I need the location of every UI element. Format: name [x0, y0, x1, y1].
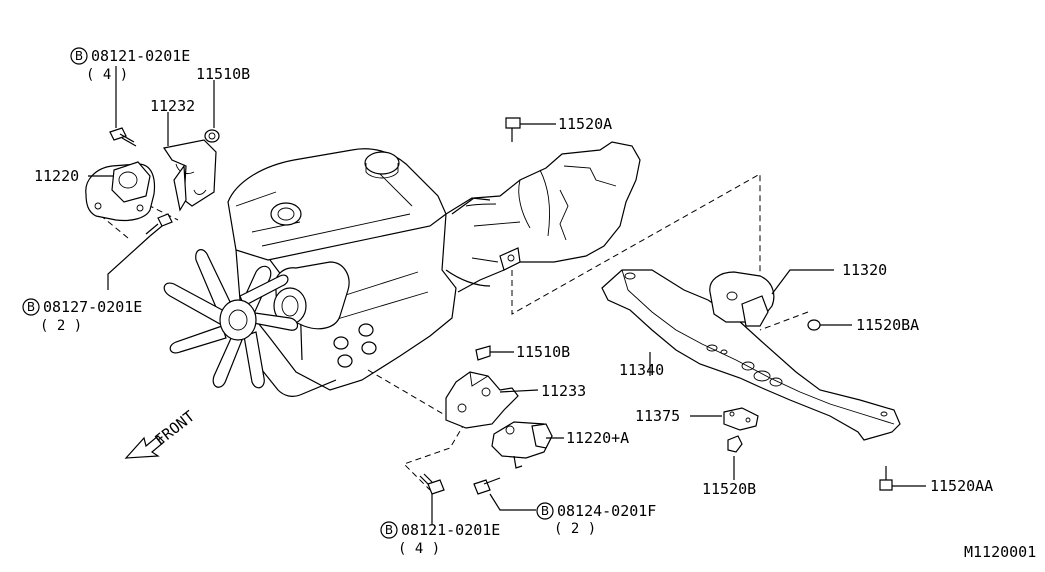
label-bolt-left: 08127-0201E	[43, 298, 142, 316]
label-bolt-top: 08121-0201E	[91, 47, 190, 65]
b-marker-top: B	[75, 49, 83, 63]
label-bolt-top-qty: ( 4 )	[86, 67, 128, 83]
label-mount-11220a: 11220+A	[566, 429, 629, 447]
cooling-fan	[163, 249, 299, 389]
label-nut-11520ba: 11520BA	[856, 316, 919, 334]
label-bracket-11232: 11232	[150, 97, 195, 115]
b-marker-left: B	[27, 300, 35, 314]
label-bolt-bottom-qty: ( 4 )	[398, 541, 440, 557]
transmission-illustration	[451, 141, 641, 293]
label-nut-11510b-top: 11510B	[196, 65, 250, 83]
mount-assembly-right	[419, 345, 553, 495]
label-member-11340: 11340	[619, 361, 664, 379]
label-mount-11220: 11220	[34, 167, 79, 185]
engine-illustration	[163, 148, 491, 397]
label-bolt-11520aa: 11520AA	[930, 477, 993, 495]
label-bolt-right: 08124-0201F	[557, 502, 656, 520]
label-bolt-bottom: 08121-0201E	[401, 521, 500, 539]
leader-lines	[88, 66, 926, 524]
label-pad-11375: 11375	[635, 407, 680, 425]
front-label: FRONT	[151, 407, 198, 449]
front-direction-indicator: FRONT	[124, 407, 198, 459]
crossmember-assembly	[505, 117, 901, 491]
label-bolt-11520a: 11520A	[558, 115, 612, 133]
b-marker-right: B	[541, 504, 549, 518]
mount-assembly-left	[85, 127, 220, 237]
drawing-id: M1120001	[964, 543, 1036, 561]
label-nut-11510b-mid: 11510B	[516, 343, 570, 361]
label-bracket-11233: 11233	[541, 382, 586, 400]
label-bolt-right-qty: ( 2 )	[554, 521, 596, 537]
part-labels: B 08121-0201E ( 4 ) 11510B 11232 11220 B…	[22, 47, 1036, 561]
label-bolt-left-qty: ( 2 )	[40, 318, 82, 334]
label-nut-11520b: 11520B	[702, 480, 756, 498]
b-marker-bottom: B	[385, 523, 393, 537]
label-mount-11320: 11320	[842, 261, 887, 279]
